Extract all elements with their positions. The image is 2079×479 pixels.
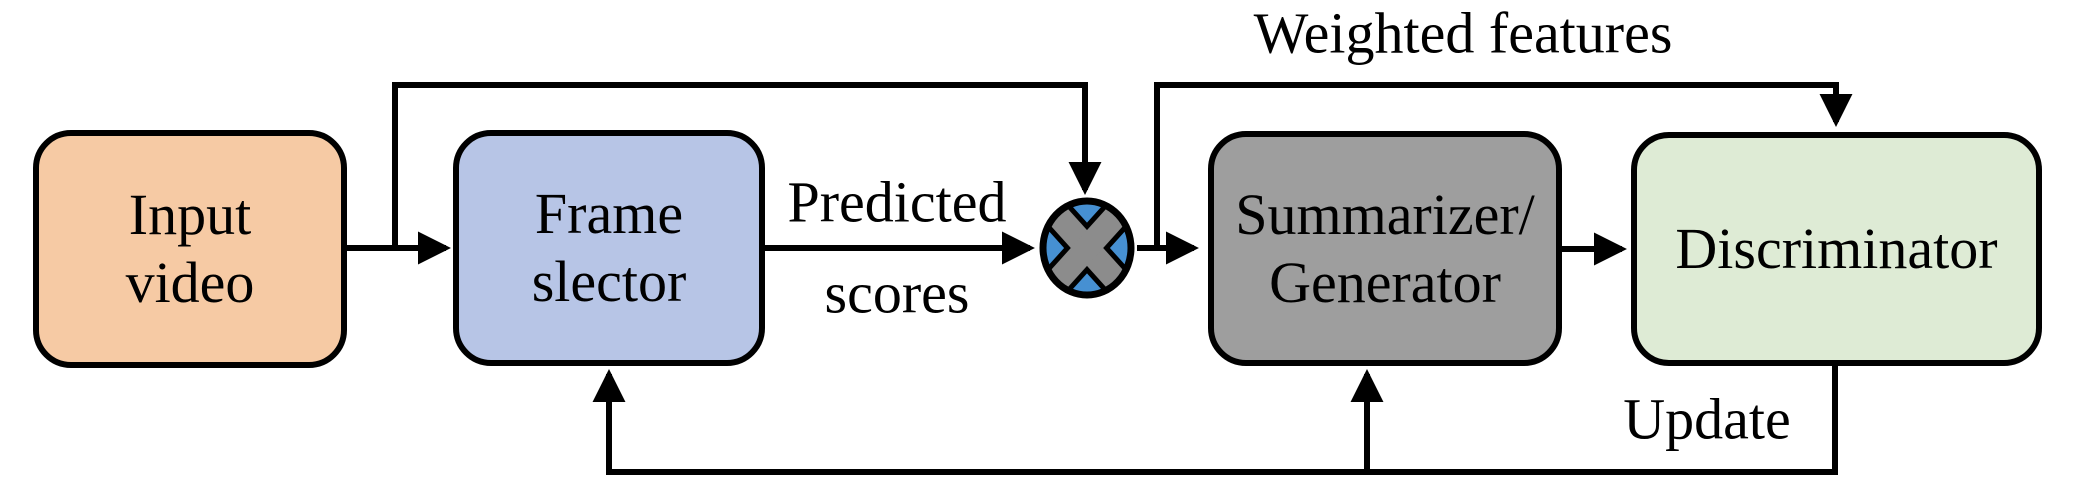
edge-label-predicted: Predicted — [787, 169, 1007, 235]
node-frame-selector-label: Frame slector — [531, 181, 687, 314]
multiply-operator-node — [1039, 197, 1135, 299]
edge-video-features-branch-to-multiply — [392, 82, 1102, 251]
multiply-node-ring — [1039, 197, 1135, 299]
edge-weighted-features-to-discriminator — [1154, 82, 1853, 248]
multiply-icon — [1043, 201, 1131, 295]
node-discriminator-label: Discriminator — [1675, 216, 1998, 282]
node-frame-selector: Frame slector — [453, 130, 765, 366]
node-input-video: Input video — [33, 130, 347, 368]
edge-update-feedback-to-frame-selector — [592, 366, 1838, 475]
node-summarizer-generator: Summarizer/ Generator — [1208, 131, 1562, 366]
edge-label-weighted-features: Weighted features — [1253, 0, 1673, 66]
node-summarizer-generator-label: Summarizer/ Generator — [1235, 181, 1535, 315]
edge-label-scores: scores — [824, 260, 970, 326]
node-input-video-label: Input video — [125, 182, 255, 315]
edge-label-update: Update — [1623, 386, 1791, 452]
node-discriminator: Discriminator — [1631, 132, 2042, 366]
